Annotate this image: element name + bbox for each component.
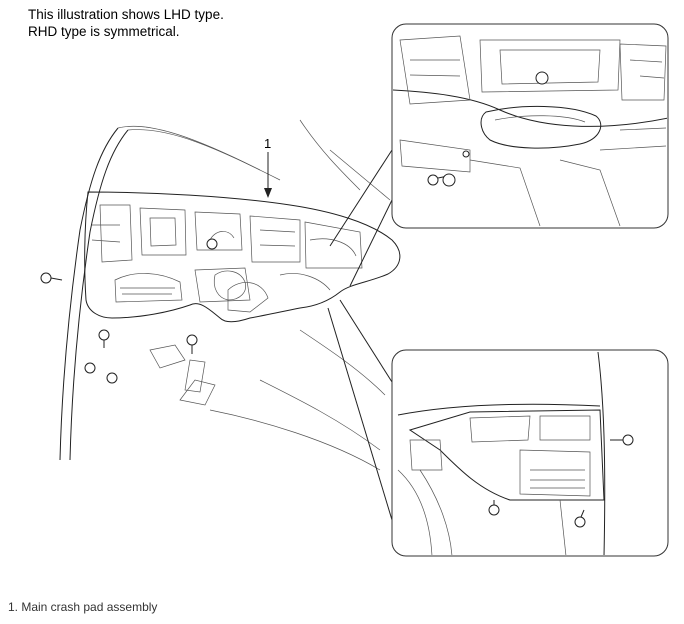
bolt-icon xyxy=(98,329,110,348)
detail-view-upper xyxy=(391,23,669,229)
bolt-icon xyxy=(574,509,586,528)
bolt-icon xyxy=(206,238,218,250)
bolt-icon xyxy=(84,362,96,374)
crash-pad-diagram: 1 xyxy=(40,23,669,557)
bolt-icon xyxy=(535,71,549,85)
detail-view-lower xyxy=(391,349,669,557)
bolt-icon xyxy=(442,173,456,187)
callout-number-1: 1 xyxy=(264,136,271,151)
note-line-rhd: RHD type is symmetrical. xyxy=(28,24,180,39)
bolt-icon xyxy=(488,500,500,516)
main-vehicle-view: 1 xyxy=(40,119,401,521)
note-line-lhd: This illustration shows LHD type. xyxy=(28,7,224,22)
bolt-icon xyxy=(40,272,63,284)
bolt-icon xyxy=(610,434,634,446)
crash-pad-outline xyxy=(84,191,401,323)
illustration-note: This illustration shows LHD type. RHD ty… xyxy=(28,6,224,40)
bolt-icon xyxy=(186,334,198,354)
legend-item-main-crash-pad: 1. Main crash pad assembly xyxy=(8,600,158,614)
bolt-icon xyxy=(106,372,118,384)
bolt-icon xyxy=(462,150,470,158)
